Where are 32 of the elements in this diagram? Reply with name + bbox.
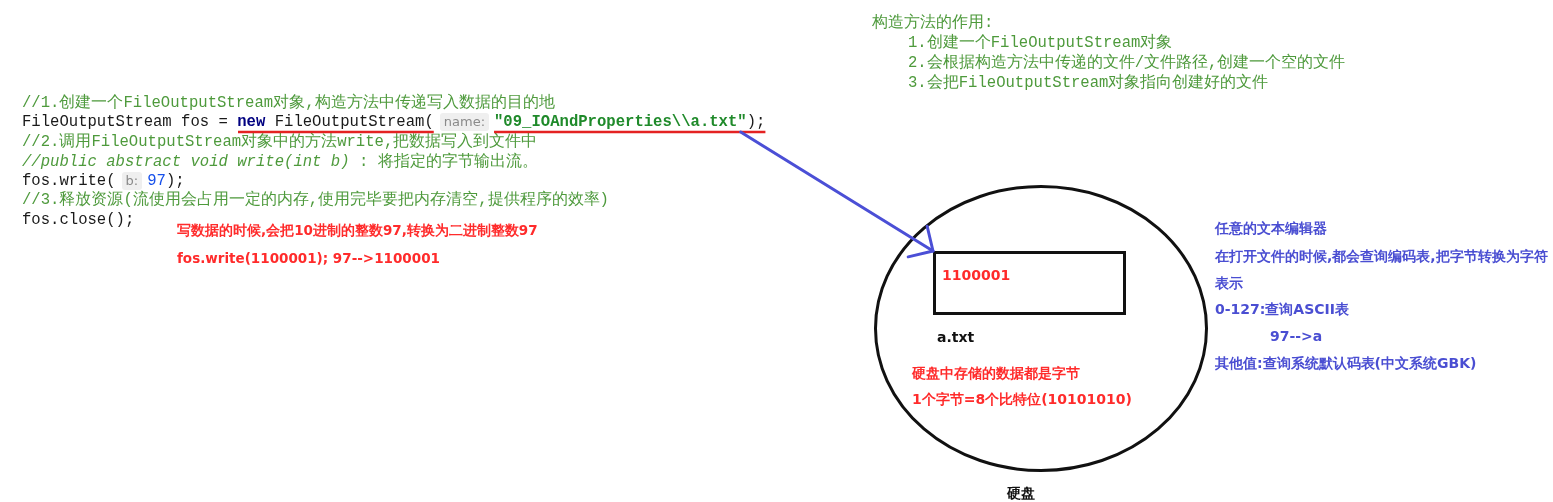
note-text: 其他值:查询系统默认码表(中文系统GBK)	[1215, 353, 1477, 373]
code-comment: //1.创建一个FileOutputStream对象,构造方法中传递写入数据的目的地	[22, 93, 555, 113]
note-item: 2.会根据构造方法中传递的文件/文件路径,创建一个空的文件	[908, 53, 1346, 73]
note-text: 写数据的时候,会把10进制的整数97,转换为二进制整数97	[177, 221, 538, 240]
note-text: 任意的文本编辑器	[1215, 218, 1327, 238]
code-text: );	[165, 171, 185, 191]
note-text: 在打开文件的时候,都会查询编码表,把字节转换为字符表示	[1215, 246, 1549, 293]
number-literal: 97	[147, 171, 166, 190]
note-item: 1.创建一个FileOutputStream对象	[908, 33, 1173, 53]
disk-ellipse	[874, 185, 1208, 472]
bit-string: 1100001	[942, 266, 1011, 285]
note-text: 97-->a	[1270, 326, 1323, 346]
note-text: 0-127:查询ASCII表	[1215, 299, 1349, 319]
code-text: fos.write(	[22, 171, 116, 191]
code-text: FileOutputStream fos = new FileOutputStream(	[22, 112, 434, 132]
code-comment: //2.调用FileOutputStream对象中的方法write,把数据写入到文件中	[22, 132, 538, 152]
string-literal: "09_IOAndProperties\\a.txt"	[494, 112, 747, 132]
parameter-hint: b:	[121, 172, 143, 190]
code-comment: //3.释放资源(流使用会占用一定的内存,使用完毕要把内存清空,提供程序的效率)	[22, 190, 609, 210]
parameter-hint: name:	[439, 113, 489, 131]
file-box	[933, 251, 1126, 315]
note-heading: 构造方法的作用:	[872, 13, 994, 33]
arrow	[739, 130, 935, 259]
disk-caption: 硬盘	[1007, 484, 1035, 502]
code-text: );	[746, 112, 766, 132]
code-text: fos.close();	[22, 210, 135, 230]
note-text: 硬盘中存储的数据都是字节	[912, 364, 1080, 383]
note-text: fos.write(1100001); 97-->1100001	[177, 249, 440, 268]
note-item: 3.会把FileOutputStream对象指向创建好的文件	[908, 73, 1269, 93]
note-text: 1个字节=8个比特位(10101010)	[912, 390, 1132, 409]
code-comment: //public abstract void write(int b) : 将指定的字节输出流。	[22, 152, 538, 172]
file-name: a.txt	[937, 328, 975, 347]
